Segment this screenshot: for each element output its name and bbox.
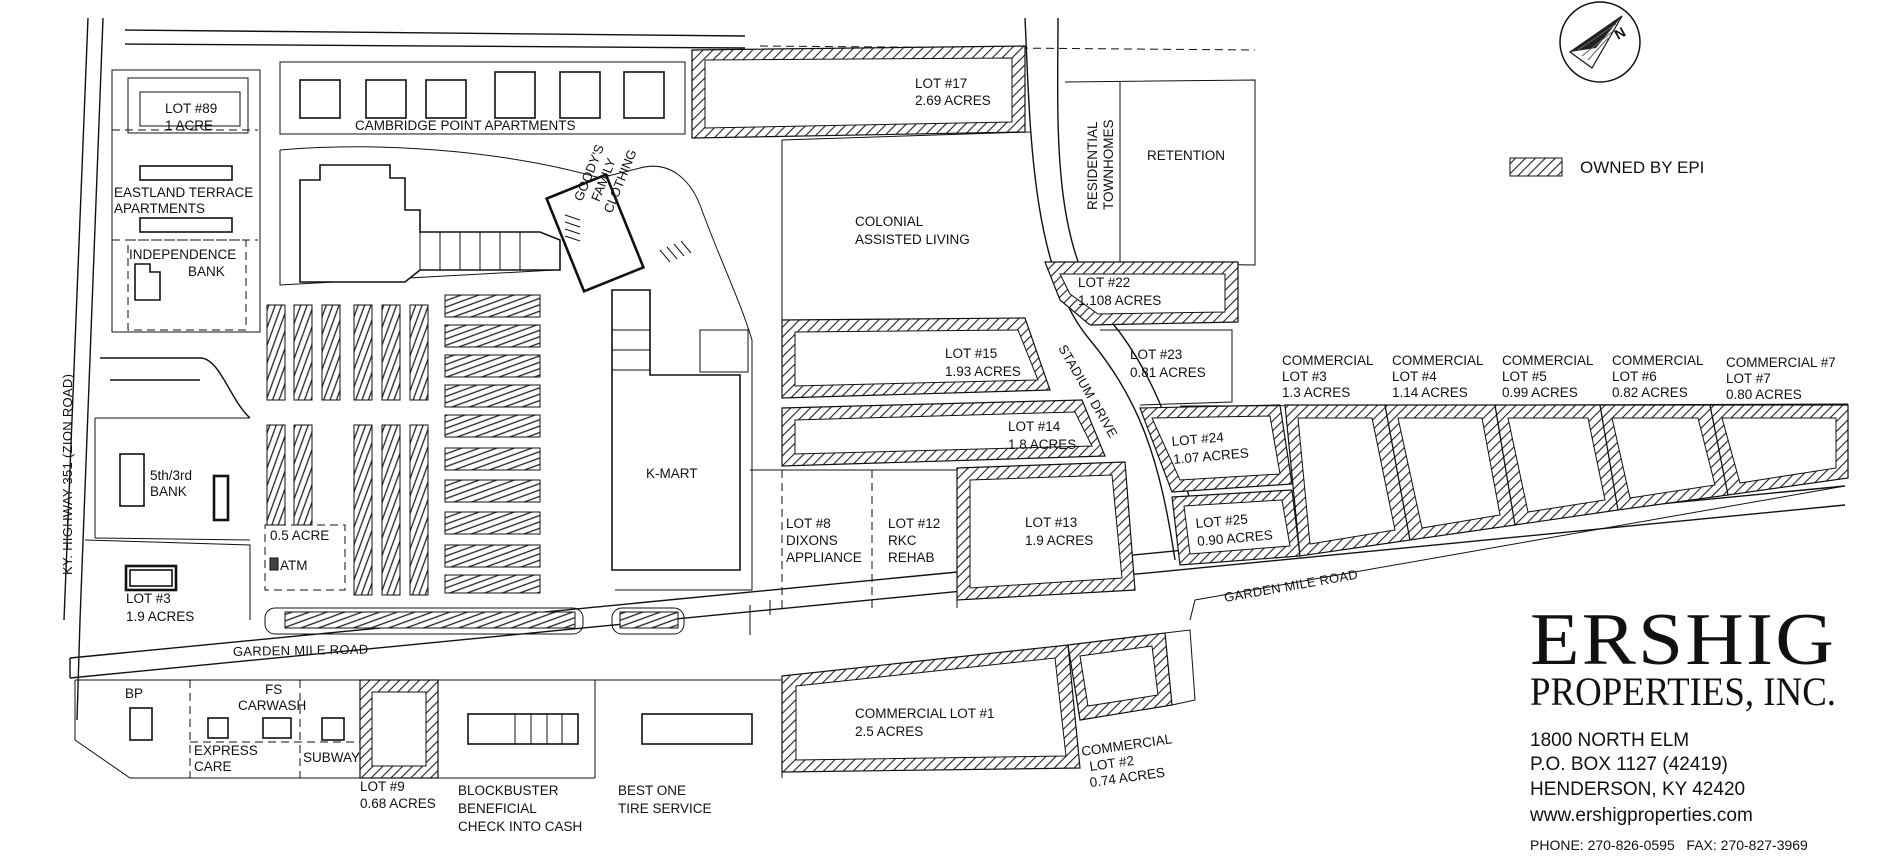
garden-mile-east-label: GARDEN MILE ROAD bbox=[1223, 567, 1359, 605]
garden-mile-west-label: GARDEN MILE ROAD bbox=[233, 642, 369, 659]
company-address2: P.O. BOX 1127 (42419) bbox=[1530, 754, 1728, 775]
subway-label: SUBWAY bbox=[303, 750, 360, 765]
company-address3: HENDERSON, KY 42420 bbox=[1530, 779, 1745, 800]
company-phone: PHONE: 270-826-0595 FAX: 270-827-3969 bbox=[1530, 837, 1808, 853]
comm2-label: COMMERCIALLOT #20.74 ACRES bbox=[1080, 731, 1178, 790]
left-parcels bbox=[84, 61, 686, 620]
bp-label: BP bbox=[125, 686, 143, 701]
shopping-center bbox=[264, 146, 753, 635]
company-name-line2: PROPERTIES, INC. bbox=[1530, 669, 1836, 714]
legend-label: OWNED BY EPI bbox=[1580, 158, 1704, 177]
lot24-label: LOT #241.07 ACRES bbox=[1171, 427, 1249, 466]
company-name-line1: ERSHIG bbox=[1530, 599, 1836, 681]
company-block: ERSHIG PROPERTIES, INC. 1800 NORTH ELM P… bbox=[1529, 599, 1836, 853]
company-website[interactable]: www.ershigproperties.com bbox=[1529, 805, 1753, 826]
lower-parcels bbox=[74, 629, 1196, 779]
half-acre-label: 0.5 ACRE bbox=[270, 528, 329, 543]
retention-label: RETENTION bbox=[1147, 148, 1225, 163]
lot25-label: LOT #250.90 ACRES bbox=[1195, 509, 1273, 548]
north-arrow-icon: N bbox=[1559, 1, 1641, 83]
legend-swatch bbox=[1509, 157, 1563, 177]
atm-label: ATM bbox=[280, 558, 308, 573]
townhomes-label: RESIDENTIALTOWNHOMES bbox=[1085, 120, 1116, 211]
commercial-right bbox=[1179, 403, 1849, 557]
cambridge-label: CAMBRIDGE POINT APARTMENTS bbox=[355, 118, 576, 133]
kmart-label: K-MART bbox=[646, 466, 698, 481]
company-address1: 1800 NORTH ELM bbox=[1530, 730, 1689, 751]
highway-label: KY. HIGHWAY 351 (ZION ROAD) bbox=[60, 374, 75, 575]
